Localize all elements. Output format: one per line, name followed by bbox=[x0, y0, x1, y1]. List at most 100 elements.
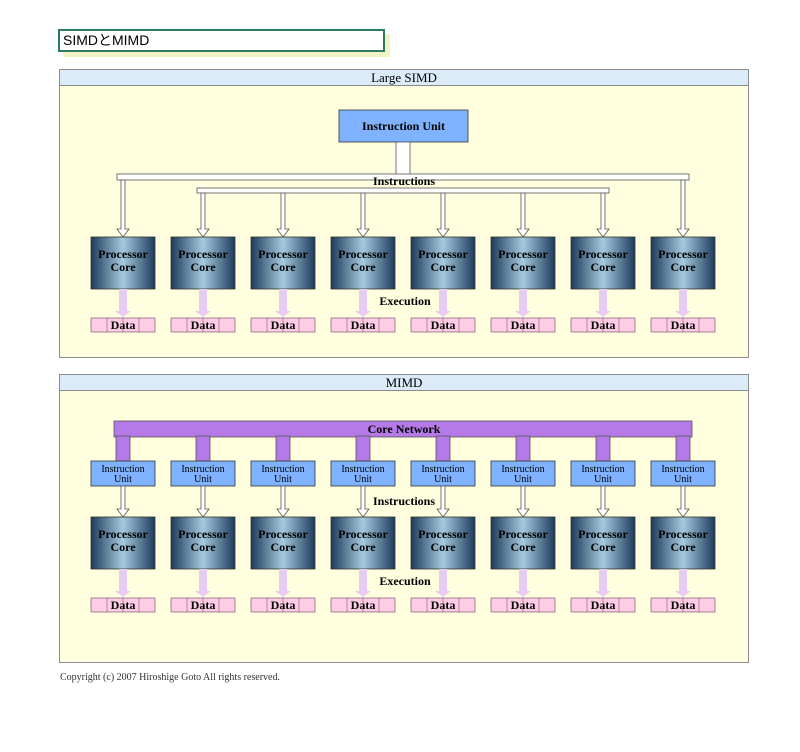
execution-arrow bbox=[515, 289, 531, 317]
processor-core-label-line2: Core bbox=[510, 260, 536, 274]
data-block-6: Data bbox=[490, 317, 556, 333]
data-block-3: Data bbox=[250, 317, 316, 333]
instruction-unit-label-line1: Instruction bbox=[661, 464, 704, 475]
data-block-5: Data bbox=[410, 597, 476, 613]
processor-core-label-line2: Core bbox=[270, 540, 296, 554]
processor-core-label-line2: Core bbox=[670, 260, 696, 274]
processor-core-label-line1: Processor bbox=[338, 247, 388, 261]
data-block-5: Data bbox=[410, 317, 476, 333]
execution-arrow bbox=[595, 289, 611, 317]
processor-core-label-line2: Core bbox=[190, 260, 216, 274]
core-network-link bbox=[355, 435, 371, 462]
simd-instructions-label: Instructions bbox=[373, 174, 435, 188]
processor-core-label-line2: Core bbox=[110, 260, 136, 274]
instruction-unit-label-line1: Instruction bbox=[341, 464, 384, 475]
simd-diagram: Instruction UnitInstructionsProcessorCor… bbox=[90, 109, 716, 333]
data-block-2: Data bbox=[170, 317, 236, 333]
execution-arrow bbox=[675, 569, 691, 597]
execution-arrow bbox=[355, 289, 371, 317]
core-network-link bbox=[675, 435, 691, 462]
execution-arrow bbox=[275, 569, 291, 597]
core-network-label: Core Network bbox=[368, 422, 441, 436]
data-block-6: Data bbox=[490, 597, 556, 613]
processor-core-label-line2: Core bbox=[590, 260, 616, 274]
instruction-arrow bbox=[676, 485, 690, 518]
data-block-4: Data bbox=[330, 317, 396, 333]
core-network-link bbox=[195, 435, 211, 462]
processor-core-label-line2: Core bbox=[190, 540, 216, 554]
mimd-diagram: Core NetworkInstructionUnitProcessorCore… bbox=[90, 420, 716, 613]
instruction-unit-label-line1: Instruction bbox=[101, 464, 144, 475]
data-label: Data bbox=[271, 318, 296, 332]
instruction-unit-label-line2: Unit bbox=[354, 474, 372, 485]
processor-core-label-line1: Processor bbox=[578, 247, 628, 261]
processor-core-label-line1: Processor bbox=[658, 527, 708, 541]
processor-core-label-line1: Processor bbox=[338, 527, 388, 541]
processor-core-label-line1: Processor bbox=[418, 247, 468, 261]
core-network-bus bbox=[113, 420, 693, 438]
instruction-arrow bbox=[516, 485, 530, 518]
processor-core-label-line2: Core bbox=[590, 540, 616, 554]
instruction-unit-label-line2: Unit bbox=[274, 474, 292, 485]
processor-core-box bbox=[250, 516, 316, 570]
core-network-link bbox=[515, 435, 531, 462]
instruction-arrow bbox=[276, 192, 290, 238]
instruction-unit-box bbox=[250, 460, 316, 487]
instruction-arrow bbox=[196, 485, 210, 518]
processor-core-label-line1: Processor bbox=[178, 247, 228, 261]
execution-arrow bbox=[435, 289, 451, 317]
mimd-panel-header: MIMD bbox=[60, 375, 748, 391]
core-network-link bbox=[435, 435, 451, 462]
processor-core-box bbox=[250, 236, 316, 290]
data-label: Data bbox=[591, 318, 616, 332]
execution-arrow bbox=[115, 289, 131, 317]
instruction-unit-label-line2: Unit bbox=[674, 474, 692, 485]
instruction-unit-label-line1: Instruction bbox=[181, 464, 224, 475]
execution-arrow bbox=[115, 569, 131, 597]
processor-core-label-line2: Core bbox=[110, 540, 136, 554]
core-network bbox=[113, 420, 693, 462]
data-label: Data bbox=[511, 318, 536, 332]
data-label: Data bbox=[271, 598, 296, 612]
processor-core-label-line1: Processor bbox=[178, 527, 228, 541]
instruction-arrow bbox=[356, 192, 370, 238]
instruction-trunk bbox=[395, 141, 411, 177]
data-label: Data bbox=[351, 598, 376, 612]
processor-core-label-line2: Core bbox=[670, 540, 696, 554]
instruction-unit-box bbox=[410, 460, 476, 487]
processor-core-label-line1: Processor bbox=[498, 247, 548, 261]
instruction-arrow bbox=[676, 179, 690, 238]
instruction-arrow bbox=[516, 192, 530, 238]
instruction-unit-label-line1: Instruction bbox=[261, 464, 304, 475]
instruction-unit-label-line1: Instruction bbox=[501, 464, 544, 475]
processor-core-label-line1: Processor bbox=[418, 527, 468, 541]
processor-core-label-line1: Processor bbox=[258, 247, 308, 261]
processor-core-label-line2: Core bbox=[430, 260, 456, 274]
copyright-text: Copyright (c) 2007 Hiroshige Goto All ri… bbox=[60, 672, 280, 683]
instruction-arrow bbox=[436, 192, 450, 238]
instruction-unit-label-line2: Unit bbox=[194, 474, 212, 485]
processor-core-box bbox=[570, 236, 636, 290]
data-block-1: Data bbox=[90, 597, 156, 613]
instruction-arrow bbox=[436, 485, 450, 518]
execution-arrow bbox=[675, 289, 691, 317]
simd-panel-header: Large SIMD bbox=[60, 70, 748, 86]
instruction-arrow bbox=[276, 485, 290, 518]
data-block-8: Data bbox=[650, 317, 716, 333]
processor-core-label-line1: Processor bbox=[578, 527, 628, 541]
